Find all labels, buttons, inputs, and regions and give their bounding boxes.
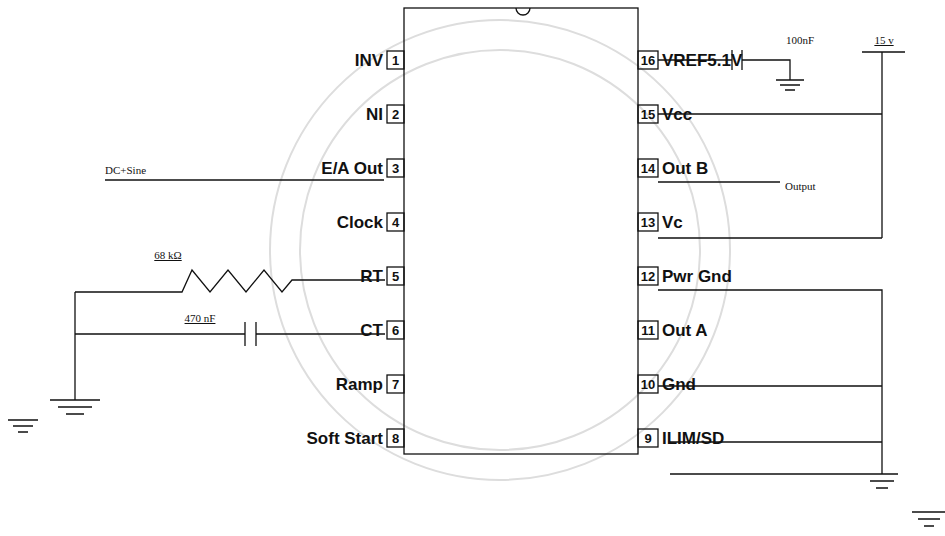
pin-name: Vcc xyxy=(662,106,692,123)
pin-boxes xyxy=(387,51,658,447)
ic-body xyxy=(404,8,638,454)
pin-number: 4 xyxy=(392,216,399,229)
resistor-value: 68 kΩ xyxy=(154,250,181,261)
pin-number: 10 xyxy=(641,378,655,391)
pin-name: Soft Start xyxy=(307,430,384,447)
pin-name: Clock xyxy=(337,214,383,231)
pin-name: E/A Out xyxy=(321,160,383,177)
pin-name: RT xyxy=(360,268,383,285)
pin-number: 6 xyxy=(392,324,399,337)
ground-symbol xyxy=(50,400,100,414)
capacitor-symbol xyxy=(75,322,385,346)
supply-voltage: 15 v xyxy=(874,35,893,46)
pin-number: 8 xyxy=(392,432,399,445)
signal-label: DC+Sine xyxy=(105,165,146,176)
pin-name: NI xyxy=(366,106,383,123)
pin-number: 15 xyxy=(641,108,655,121)
capacitor-symbol xyxy=(658,50,804,90)
capacitor-value: 470 nF xyxy=(185,313,216,324)
pin-number: 5 xyxy=(392,270,399,283)
pin-number: 12 xyxy=(641,270,655,283)
supply-wire xyxy=(658,52,905,238)
input-wire xyxy=(105,179,384,180)
pin-number: 13 xyxy=(641,216,655,229)
pin-name: Vc xyxy=(662,214,683,231)
ground-wire xyxy=(658,290,898,488)
pin-name: Gnd xyxy=(662,376,696,393)
pin-name: ILIM/SD xyxy=(662,430,724,447)
capacitor-value: 100nF xyxy=(786,35,814,46)
pin-number: 2 xyxy=(392,108,399,121)
ic-notch xyxy=(516,8,530,15)
pin-number: 1 xyxy=(392,54,399,67)
pin-number: 14 xyxy=(641,162,655,175)
output-wire xyxy=(658,181,780,182)
ground-symbol xyxy=(8,420,38,432)
pin-number: 3 xyxy=(392,162,399,175)
watermark-emblem xyxy=(270,20,730,480)
ground-symbol xyxy=(912,512,945,526)
pin-name: Pwr Gnd xyxy=(662,268,732,285)
pin-number: 7 xyxy=(392,378,399,391)
signal-label: Output xyxy=(785,181,816,192)
pin-name: Out A xyxy=(662,322,708,339)
pin-name: VREF5.1V xyxy=(662,52,742,69)
pin-name: Out B xyxy=(662,160,708,177)
pin-number: 11 xyxy=(641,324,655,337)
pin-name: CT xyxy=(360,322,383,339)
pin-name: INV xyxy=(355,52,383,69)
resistor-symbol xyxy=(75,270,385,400)
pin-number: 9 xyxy=(644,432,651,445)
pin-name: Ramp xyxy=(336,376,383,393)
pin-number: 16 xyxy=(641,54,655,67)
